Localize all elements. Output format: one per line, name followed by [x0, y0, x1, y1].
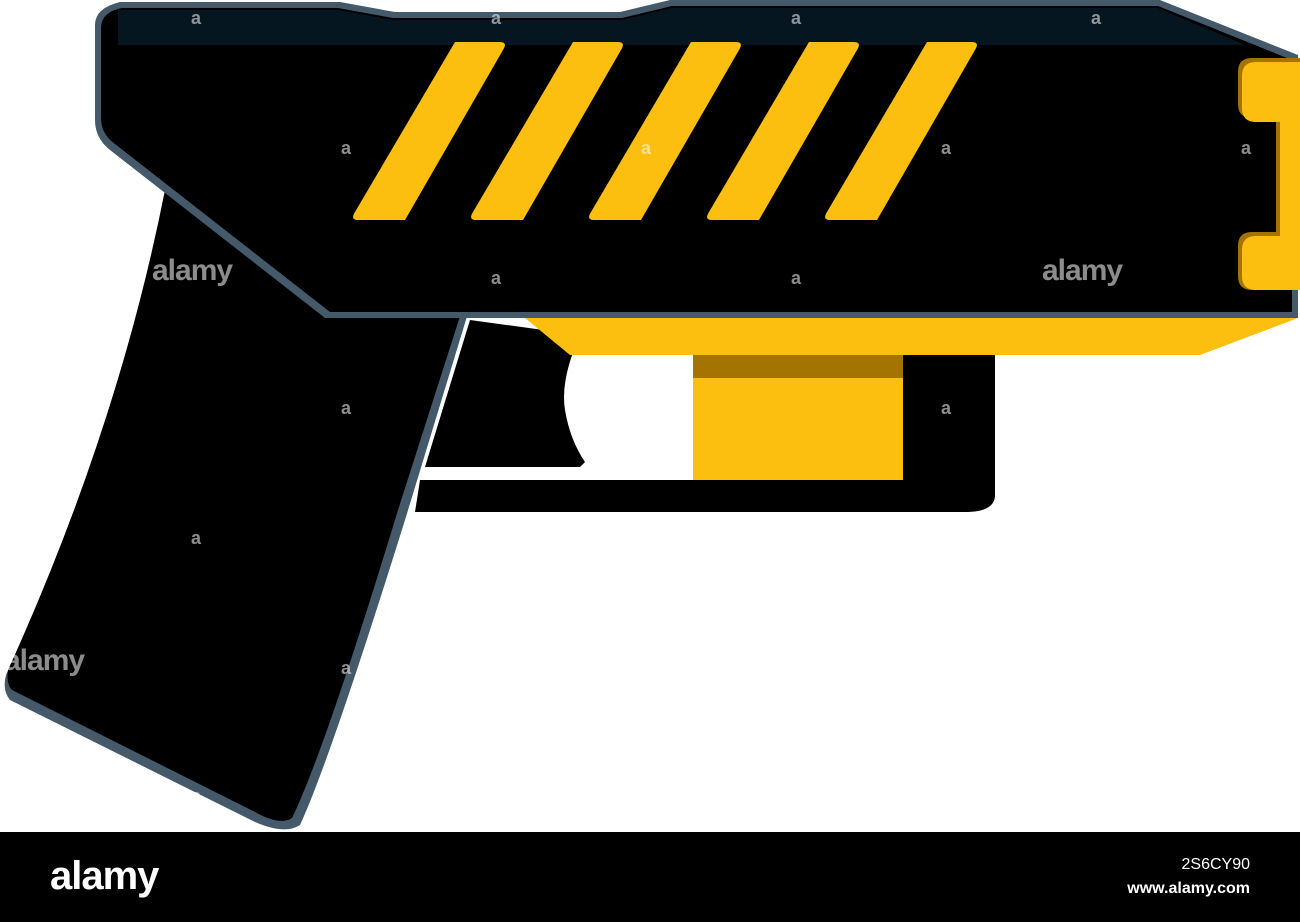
trigger-guard-front: [900, 340, 995, 495]
stripe-5: [825, 42, 977, 220]
trigger: [425, 320, 585, 467]
trigger-guard: [415, 480, 995, 512]
footer-url[interactable]: www.alamy.com: [1127, 880, 1250, 897]
body: [101, 6, 1292, 312]
stripe-1: [353, 42, 505, 220]
stripe-4: [707, 42, 859, 220]
footer-bar: alamy 2S6CY90 www.alamy.com: [0, 832, 1300, 922]
slide-top: [118, 8, 1245, 45]
illustration-canvas: alamy alamy alamy a a a a a a a a a a a …: [4, 0, 1300, 830]
stripe-2: [471, 42, 623, 220]
barrel-underside: [525, 318, 1298, 355]
image-id: 2S6CY90: [1181, 856, 1251, 873]
grip: [7, 190, 462, 821]
stripe-3: [589, 42, 741, 220]
taser-illustration: [4, 0, 1300, 830]
electrode: [1242, 62, 1300, 290]
warning-stripes: [353, 42, 977, 220]
footer-logo[interactable]: alamy: [50, 854, 159, 898]
cartridge: [693, 378, 903, 480]
